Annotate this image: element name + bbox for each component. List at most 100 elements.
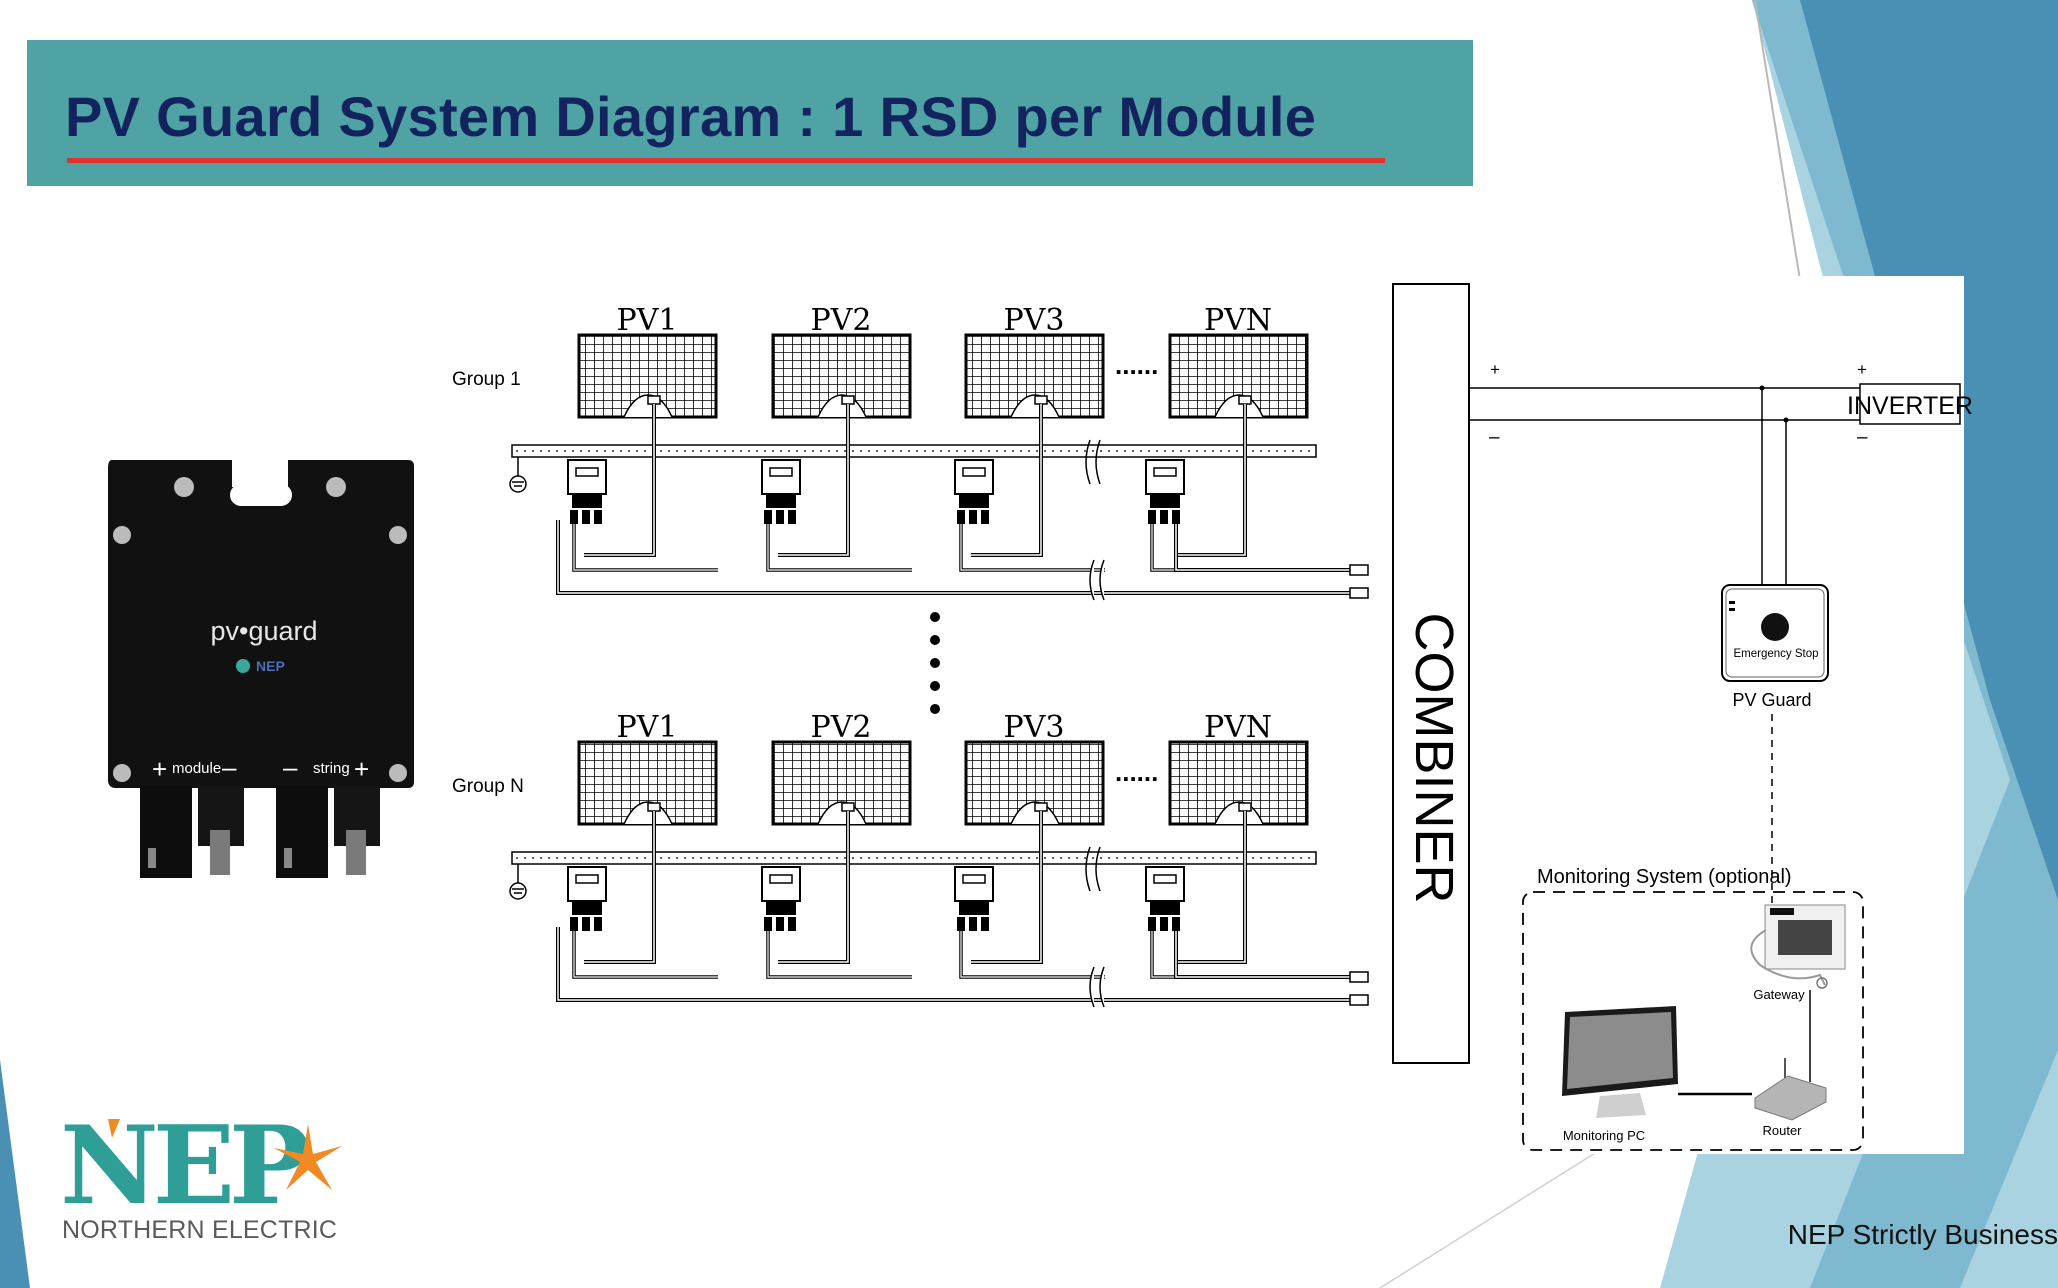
junction-box (841, 802, 855, 812)
dot (930, 612, 940, 622)
screw-icon (389, 526, 407, 544)
rsd-plug (981, 510, 989, 524)
combiner-label: COMBINER (1404, 612, 1464, 903)
string-cable (959, 931, 1105, 979)
string-cable-inner (767, 524, 912, 571)
junction (1759, 385, 1765, 391)
junction-box (1238, 395, 1252, 405)
rsd-plug (1148, 510, 1156, 524)
logo-letters: NEP (60, 1103, 308, 1229)
rsd-label-plate (769, 467, 793, 477)
rsd-connectors (1150, 901, 1180, 915)
gateway-top (1770, 908, 1794, 915)
router-label: Router (1762, 1123, 1802, 1138)
rsd-plug (1172, 917, 1180, 931)
output-connector (1349, 994, 1369, 1006)
connector-detail (284, 848, 292, 868)
screw-icon (174, 477, 194, 497)
panel-cable-inner (971, 811, 1042, 963)
rsd-connectors (1150, 494, 1180, 508)
rsd-plug (969, 917, 977, 931)
rsd-label-plate (1153, 874, 1177, 884)
rsd-box (761, 866, 801, 902)
junction-box (1238, 802, 1252, 812)
rsd-plug (981, 917, 989, 931)
break-mark (1085, 439, 1101, 485)
pv-guard-box: Emergency Stop PV Guard (1721, 584, 1829, 905)
rsd-plug (957, 917, 965, 931)
module-label: PV1 (617, 710, 678, 745)
group-separator-dots (930, 612, 940, 714)
string-return-inner (557, 520, 1350, 594)
module-label: PV3 (1004, 303, 1065, 338)
rsd-plug (1160, 510, 1168, 524)
ground-icon (509, 882, 527, 900)
rsd-plug (582, 917, 590, 931)
rsd-box (761, 459, 801, 495)
connector-module-plus (140, 786, 192, 878)
device-maker: NEP (256, 658, 285, 674)
pv-guard-device: pv•guard NEP module string + – – + (108, 460, 414, 878)
rsd-plug (764, 917, 772, 931)
rsd-plug (594, 510, 602, 524)
mounting-rail (511, 444, 1317, 458)
rsd-plug (1160, 917, 1168, 931)
gateway: Gateway (1750, 904, 1846, 1002)
panel-cable-inner (584, 404, 655, 556)
screw-icon (389, 764, 407, 782)
output-connector (1349, 587, 1369, 599)
page-title: PV Guard System Diagram : 1 RSD per Modu… (65, 85, 1317, 148)
bus-plus-right: + (1857, 360, 1867, 379)
logo-subtitle: NORTHERN ELECTRIC (62, 1216, 338, 1244)
indicator (1729, 608, 1735, 611)
string-cable-inner (573, 524, 718, 571)
rsd-plug (582, 510, 590, 524)
rsd-label-plate (1153, 467, 1177, 477)
string-cable (572, 524, 718, 572)
router-body (1754, 1075, 1827, 1121)
string-return-inner (557, 927, 1350, 1001)
string-cable-inner (960, 524, 1105, 571)
pc-stand (1596, 1093, 1646, 1118)
rsd-connectors (959, 494, 989, 508)
module-label: PV3 (1004, 710, 1065, 745)
pv-guard-label: PV Guard (1732, 690, 1811, 710)
maker-logo-icon (236, 659, 250, 673)
string-cable-inner (1151, 931, 1296, 978)
rsd-box (954, 866, 994, 902)
rsd-plug (570, 917, 578, 931)
title-bar: PV Guard System Diagram : 1 RSD per Modu… (27, 40, 1473, 186)
deco-line (1754, 0, 1801, 281)
rsd-plug (788, 510, 796, 524)
rsd-connectors (572, 901, 602, 915)
rsd-plug (1172, 510, 1180, 524)
junction (1783, 417, 1789, 423)
connector-detail (148, 848, 156, 868)
string-cable-inner (767, 931, 912, 978)
device-label-left: module (172, 760, 221, 777)
string-cable (572, 931, 718, 979)
dc-bus: + – + – (1469, 360, 1868, 585)
panel-cable (1175, 404, 1247, 557)
rsd-plug (570, 510, 578, 524)
indicator (1729, 601, 1735, 604)
module-label: PV2 (811, 710, 872, 745)
string-out-inner (1175, 524, 1350, 571)
string-out (1174, 524, 1350, 572)
rsd-connectors (766, 494, 796, 508)
gateway-cable (1750, 929, 1826, 986)
break-mark (1085, 846, 1101, 892)
deco-left-strip (0, 1060, 30, 1288)
inverter-box (1859, 383, 1961, 425)
rsd-label-plate (769, 874, 793, 884)
ground-icon (509, 475, 527, 493)
monitoring-pc: Monitoring PC (1562, 1006, 1678, 1143)
ellipsis: ...... (1115, 350, 1158, 380)
rsd-box (567, 866, 607, 902)
rsd-box (1145, 866, 1185, 902)
rsd-plug (776, 917, 784, 931)
bus-minus-right: – (1857, 427, 1868, 448)
panel-cable-inner (778, 404, 849, 556)
